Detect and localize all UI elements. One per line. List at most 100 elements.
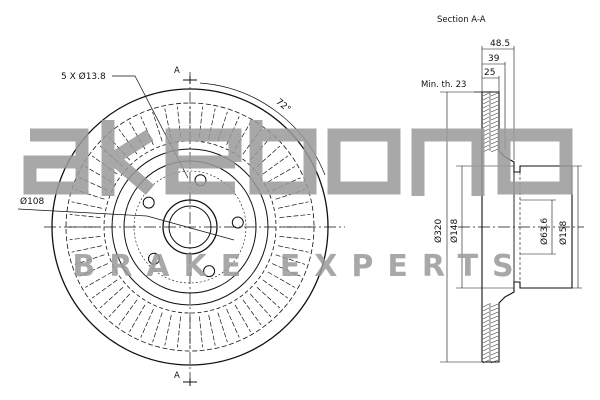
cooling-vane: [256, 145, 281, 168]
cooling-vane: [85, 271, 113, 288]
cooling-vane: [275, 254, 306, 265]
dim-dia-outer: Ø320: [433, 218, 444, 243]
hatch-line: [482, 335, 490, 340]
hatch-line: [490, 100, 499, 105]
hatch-line: [490, 116, 499, 121]
hatch-line: [482, 343, 490, 348]
hatch-line: [490, 307, 499, 312]
cooling-vane: [226, 309, 240, 338]
pcd-dim-line: [146, 215, 235, 241]
dim-dia-friction: Ø148: [449, 218, 460, 243]
hatch-line: [490, 136, 499, 141]
cooling-vane: [79, 263, 108, 277]
cooling-vane: [277, 245, 309, 253]
hatch-line: [490, 343, 499, 348]
hatch-line: [482, 351, 490, 356]
hatch-line: [490, 112, 499, 117]
cooling-vane: [118, 299, 138, 326]
cooling-vane: [249, 293, 272, 318]
cooling-vane: [277, 201, 309, 209]
pcd-label: Ø108: [20, 196, 45, 207]
cooling-vane: [234, 122, 251, 150]
section-view: [440, 46, 584, 364]
cooling-vane: [217, 111, 228, 142]
cooling-vane: [242, 299, 262, 326]
hatch-line: [490, 303, 499, 308]
hatch-line: [482, 120, 490, 125]
cooling-vane: [199, 316, 203, 348]
hatch-line: [490, 96, 499, 101]
hatch-line: [482, 311, 490, 316]
hatch-line: [490, 335, 499, 340]
hatch-line: [490, 144, 499, 149]
bolt-callout: 5 X Ø13.8: [61, 71, 106, 82]
cooling-vane: [262, 279, 289, 299]
hatch-line: [490, 124, 499, 129]
cooling-vane: [217, 312, 228, 343]
min-thickness-label: Min. th. 23: [421, 80, 466, 90]
watermark-logo: [23, 120, 573, 196]
cooling-vane: [199, 106, 203, 138]
hatch-line: [482, 315, 490, 320]
cooling-vane: [91, 279, 118, 299]
hatch-line: [482, 355, 490, 360]
friction-ring-lower: [482, 227, 573, 363]
hatch-line: [490, 319, 499, 324]
hatch-line: [482, 307, 490, 312]
section-arrow-top: [183, 76, 197, 84]
cooling-vane: [267, 166, 295, 183]
hatch-line: [482, 303, 490, 308]
hatch-line: [490, 140, 499, 145]
friction-ring-upper: [482, 91, 573, 227]
cooling-vane: [164, 314, 172, 346]
hatch-line: [482, 319, 490, 324]
dim-dia-hat: Ø158: [558, 220, 569, 245]
hatch-line: [490, 359, 499, 364]
hatch-line: [490, 339, 499, 344]
cooling-vane: [140, 309, 154, 338]
cooling-vane: [152, 312, 163, 343]
watermark-tagline: BRAKE EXPERTS: [72, 249, 527, 284]
dim-width-mid: 39: [488, 54, 500, 64]
hatch-line: [482, 359, 490, 364]
cooling-vane: [69, 236, 101, 240]
dim-width-total: 48.5: [490, 39, 510, 49]
cooling-vane: [272, 263, 301, 277]
hatch-line: [482, 339, 490, 344]
hatch-line: [490, 355, 499, 360]
hatch-line: [490, 128, 499, 133]
watermark: akebono BRAKE EXPERTS: [23, 120, 573, 284]
cooling-vane: [262, 155, 289, 175]
angle-label: 72°: [274, 97, 293, 115]
pcd-leader: [17, 208, 148, 217]
cooling-vane: [152, 111, 163, 142]
hatch-line: [490, 104, 499, 109]
cooling-vane: [256, 286, 281, 309]
cooling-vane: [71, 245, 103, 253]
hatch-line: [482, 96, 490, 101]
cooling-vane: [234, 304, 251, 332]
hatch-line: [482, 92, 490, 97]
hatch-line: [490, 120, 499, 125]
cooling-vane: [208, 108, 216, 140]
hatch-line: [482, 104, 490, 109]
front-view: [17, 72, 345, 386]
cooling-vane: [279, 214, 311, 218]
cooling-vane: [267, 271, 295, 288]
cooling-vane: [177, 316, 181, 348]
bolt-hole: [231, 216, 244, 229]
section-arrow-bottom: [183, 378, 197, 386]
hatch-line: [482, 347, 490, 352]
hatch-line: [490, 311, 499, 316]
hatch-line: [482, 331, 490, 336]
hatch-line: [482, 323, 490, 328]
section-marker-bottom: A: [174, 371, 180, 381]
section-hatching: [482, 92, 499, 364]
hatch-line: [490, 331, 499, 336]
section-title: Section A-A: [437, 15, 486, 25]
cooling-vane: [71, 201, 103, 209]
dim-width-inner: 25: [484, 68, 495, 78]
hatch-line: [482, 100, 490, 105]
hatch-line: [490, 92, 499, 97]
